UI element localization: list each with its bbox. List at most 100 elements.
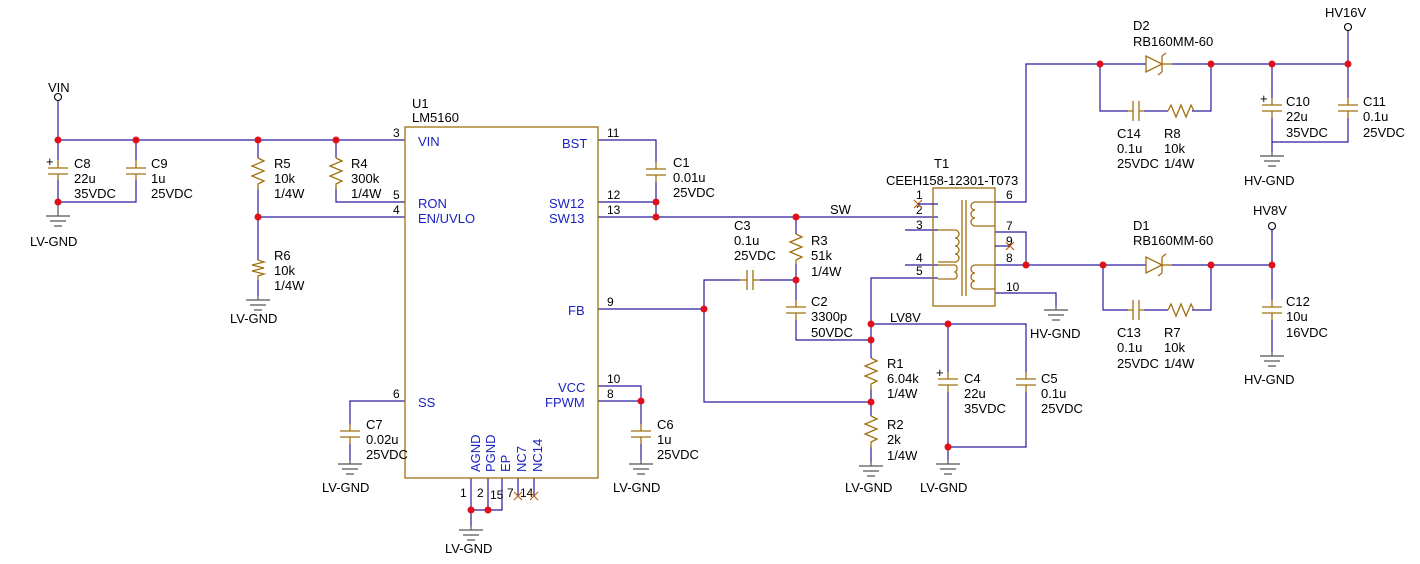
component-value: 300k — [351, 171, 380, 186]
junction-dots — [54, 60, 1352, 514]
u1-pin-num: 10 — [607, 372, 621, 386]
u1-pin-name: SS — [418, 395, 436, 410]
ground-label: LV-GND — [322, 480, 369, 495]
resistor-symbol — [1167, 302, 1195, 318]
component-value: 10k — [1164, 340, 1185, 355]
ground-label: LV-GND — [613, 480, 660, 495]
t1-pin-num: 1 — [916, 188, 923, 202]
u1-pin-num: 13 — [607, 203, 621, 217]
component-ref: D1 — [1133, 218, 1150, 233]
no-connect-mark — [513, 491, 523, 501]
component-rating: 25VDC — [366, 447, 408, 462]
u1-pin-name: NC14 — [530, 439, 545, 472]
component-ref: D2 — [1133, 18, 1150, 33]
t1-pin-num: 4 — [916, 251, 923, 265]
port-hv8v-label: HV8V — [1253, 203, 1287, 218]
component-rating: 35VDC — [964, 401, 1006, 416]
u1-pin-name: SW12 — [549, 196, 584, 211]
ground-label: HV-GND — [1030, 326, 1081, 341]
no-connect-mark — [529, 491, 539, 501]
diode-symbol — [1145, 253, 1172, 277]
component-ref: R4 — [351, 156, 368, 171]
capacitor-symbol — [1262, 300, 1282, 320]
component-ref: R5 — [274, 156, 291, 171]
component-value: 0.1u — [1363, 109, 1388, 124]
component-value: 10k — [274, 171, 295, 186]
u1-pin-name: SW13 — [549, 211, 584, 226]
u1-pin-num: 12 — [607, 188, 621, 202]
resistor-symbol — [863, 357, 879, 390]
u1-pin-name: NC7 — [514, 446, 529, 472]
component-value: 10k — [1164, 141, 1185, 156]
capacitor-symbol — [631, 424, 651, 444]
component-ref: R1 — [887, 356, 904, 371]
transformer-t1: T1 CEEH158-12301-T073 1 2 3 4 5 6 7 9 8 … — [886, 156, 1020, 307]
component-ref: C13 — [1117, 325, 1141, 340]
u1-pin-name: EP — [498, 455, 513, 472]
component-rating: 25VDC — [673, 185, 715, 200]
component-ref: C5 — [1041, 371, 1058, 386]
capacitor-symbol — [1128, 300, 1144, 320]
component-value: 1u — [151, 171, 165, 186]
component-value: 22u — [74, 171, 96, 186]
t1-pin-num: 3 — [916, 218, 923, 232]
t1-ref: T1 — [934, 156, 949, 171]
component-ref: C8 — [74, 156, 91, 171]
component-ref: C14 — [1117, 126, 1141, 141]
ground-symbol: LV-GND — [445, 526, 492, 556]
t1-pin-num: 8 — [1006, 251, 1013, 265]
component-value: 3300p — [811, 309, 847, 324]
resistor-symbol — [863, 415, 879, 448]
u1-pin-name: AGND — [468, 434, 483, 472]
resistor-symbol — [251, 259, 267, 280]
capacitor-symbol — [786, 300, 806, 320]
t1-pin-num: 10 — [1006, 280, 1020, 294]
u1-pin-name: VCC — [558, 380, 585, 395]
component-rating: 1/4W — [274, 186, 305, 201]
resistor-symbol — [328, 157, 344, 190]
u1-pin-name: FB — [568, 303, 585, 318]
ground-symbol: LV-GND — [230, 296, 277, 326]
component-rating: 1/4W — [351, 186, 382, 201]
u1-pin-num: 1 — [460, 486, 467, 500]
component-value: 0.1u — [734, 233, 759, 248]
component-value: RB160MM-60 — [1133, 233, 1213, 248]
ground-symbols: LV-GND LV-GND LV-GND LV-GND LV-GND LV-GN… — [30, 152, 1295, 556]
component-ref: C6 — [657, 417, 674, 432]
component-ref: R8 — [1164, 126, 1181, 141]
component-ref: C10 — [1286, 94, 1310, 109]
u1-pin-num: 4 — [393, 203, 400, 217]
component-ref: R7 — [1164, 325, 1181, 340]
ic-u1: U1 LM5160 3 VIN 5 RON 4 EN/UVLO 6 SS 11 … — [393, 96, 621, 502]
component-ref: R3 — [811, 233, 828, 248]
capacitor-symbol — [126, 160, 146, 180]
u1-pin-num: 3 — [393, 126, 400, 140]
port-hv8v: HV8V — [1253, 203, 1287, 231]
u1-pin-num: 5 — [393, 188, 400, 202]
component-rating: 1/4W — [811, 264, 842, 279]
ground-label: LV-GND — [920, 480, 967, 495]
u1-pin-num: 14 — [520, 486, 534, 500]
component-ref: R2 — [887, 417, 904, 432]
component-rating: 25VDC — [657, 447, 699, 462]
u1-pin-name: EN/UVLO — [418, 211, 475, 226]
component-rating: 25VDC — [1117, 156, 1159, 171]
component-rating: 35VDC — [74, 186, 116, 201]
capacitor-symbol — [1016, 372, 1036, 392]
port-hv16v: HV16V — [1325, 5, 1367, 32]
ground-label: LV-GND — [445, 541, 492, 556]
ground-label: HV-GND — [1244, 372, 1295, 387]
